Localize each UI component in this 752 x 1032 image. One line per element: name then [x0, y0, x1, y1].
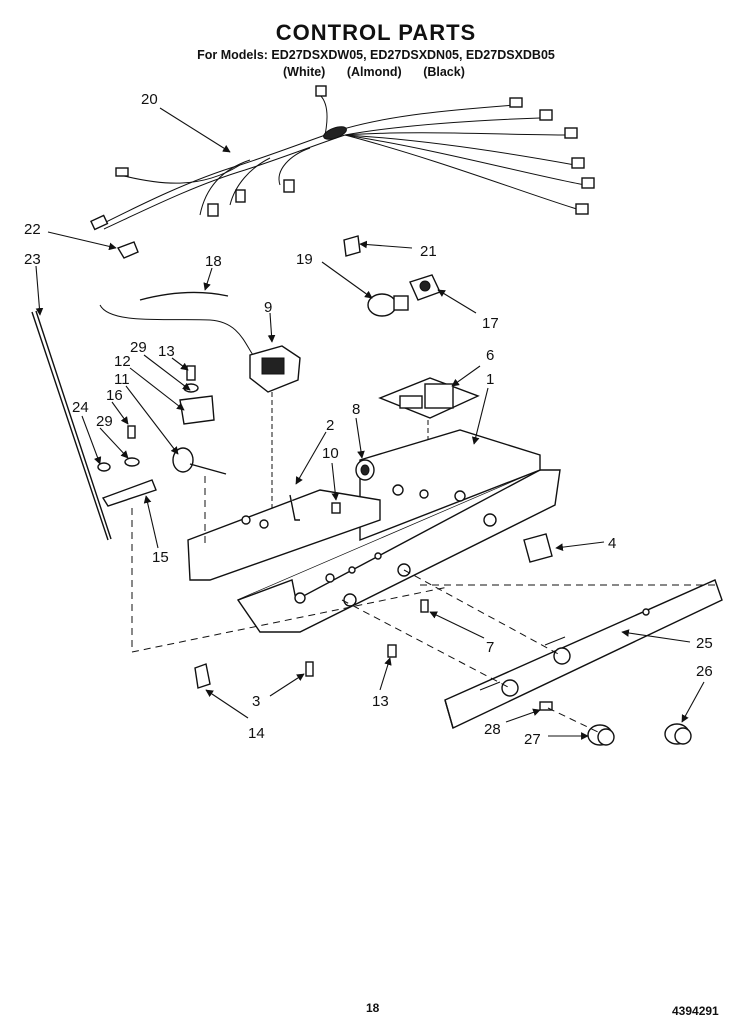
callout-16: 16: [106, 387, 123, 404]
callout-19: 19: [296, 251, 313, 268]
color-almond: (Almond): [346, 65, 402, 79]
thermostat-part-9: [249, 345, 301, 520]
screw-part-16: [127, 425, 136, 439]
leader-lines: [35, 107, 705, 740]
screw-part-13-lower: [387, 644, 397, 658]
wiring-harness: [90, 85, 595, 231]
callout-14: 14: [248, 725, 265, 742]
page-number: 18: [366, 1001, 380, 1015]
callout-20: 20: [141, 91, 158, 108]
tube-part-18: [99, 291, 256, 359]
control-panel-part-25: [444, 579, 723, 729]
callout-24: 24: [72, 399, 89, 416]
document-number: 4394291: [672, 1004, 719, 1018]
callout-25: 25: [696, 635, 713, 652]
callout-6: 6: [486, 347, 494, 364]
callout-26: 26: [696, 663, 713, 680]
color-black: (Black): [423, 65, 465, 79]
washer-part-24: [97, 462, 111, 472]
callout-12: 12: [114, 353, 131, 370]
socket-part-17: [409, 274, 441, 301]
callout-18: 18: [205, 253, 222, 270]
callout-21: 21: [420, 243, 437, 260]
callout-13-upper: 13: [158, 343, 175, 360]
callout-23: 23: [24, 251, 41, 268]
callout-29-lower: 29: [96, 413, 113, 430]
knob-part-26: [664, 723, 692, 745]
callout-13-lower: 13: [372, 693, 389, 710]
washer-part-29-lower: [124, 457, 140, 467]
screw-part-13-upper: [186, 365, 196, 381]
washer-part-29-upper: [183, 383, 199, 393]
clip-part-14: [194, 663, 211, 689]
clip-part-22: [116, 241, 139, 259]
knob-part-27: [587, 724, 615, 746]
callout-22: 22: [24, 221, 41, 238]
clip-part-21: [343, 235, 361, 257]
insert-part-28: [539, 701, 553, 711]
callout-3: 3: [252, 693, 260, 710]
page-title: CONTROL PARTS: [275, 20, 477, 45]
callout-17: 17: [482, 315, 499, 332]
grommet-part-8: [355, 459, 375, 481]
bracket-part-12: [179, 395, 215, 425]
callout-10: 10: [322, 445, 339, 462]
model-colors: (White) (Almond) (Black): [283, 65, 483, 79]
callout-8: 8: [352, 401, 360, 418]
lever-part-15: [101, 479, 157, 507]
callout-15: 15: [152, 549, 169, 566]
clip-part-4: [523, 533, 553, 563]
callout-4: 4: [608, 535, 616, 552]
shaft-part-11: [172, 447, 227, 475]
callout-7: 7: [486, 639, 494, 656]
callout-27: 27: [524, 731, 541, 748]
lamp-part-19: [367, 293, 409, 317]
rod-part-23: [31, 310, 112, 541]
screw-part-3: [305, 661, 314, 677]
callout-2: 2: [326, 417, 334, 434]
screw-part-10: [331, 502, 341, 514]
callout-9: 9: [264, 299, 272, 316]
callout-1: 1: [486, 371, 494, 388]
callout-11: 11: [114, 371, 130, 388]
models-line: For Models: ED27DSXDW05, ED27DSXDN05, ED…: [197, 48, 555, 62]
color-white: (White): [283, 65, 326, 79]
control-housing-part-1: [236, 429, 561, 633]
callout-28: 28: [484, 721, 501, 738]
callout-labels: 20 22 23 18 21 19 17 9 12 29 13 11 6 1 2…: [24, 91, 713, 748]
callout-29-upper: 29: [130, 339, 147, 356]
alignment-lines: [131, 476, 720, 733]
screw-part-7: [420, 599, 429, 613]
